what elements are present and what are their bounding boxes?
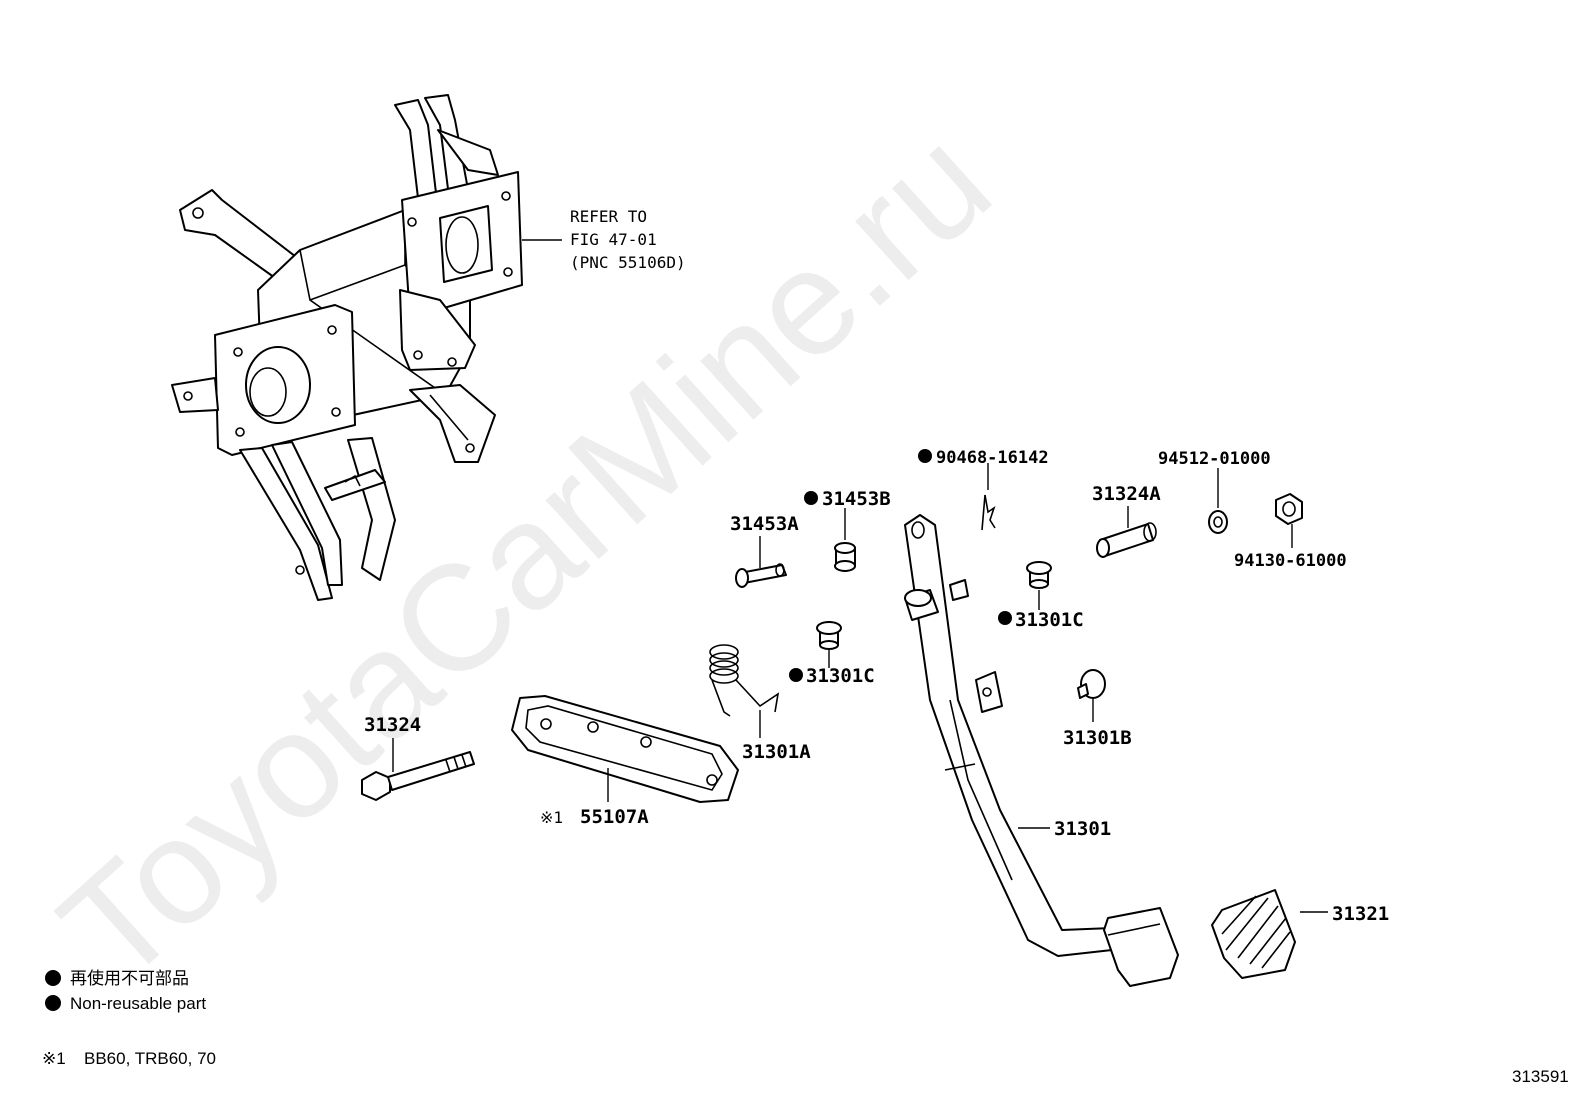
label-31301A: 31301A [742,741,811,763]
part-90468-16142: 90468-16142 [918,448,1049,531]
label-31301: 31301 [1054,818,1111,840]
reference-note-line3: (PNC 55106D) [570,253,686,272]
legend-item-english: Non-reusable part [70,994,206,1013]
legend-dot-1 [45,970,61,986]
part-31453A: 31453A [730,513,799,588]
label-55107A: 55107A [580,806,649,828]
non-reusable-dot-31453B [804,491,818,505]
non-reusable-dot-31301C-upper [998,611,1012,625]
part-31324: 31324 [361,714,475,801]
label-31453B: 31453B [822,488,891,510]
label-31324A: 31324A [1092,483,1161,505]
non-reusable-dot-31301C-lower [789,668,803,682]
pedal-bracket-assembly [171,94,523,601]
label-31301B: 31301B [1063,727,1132,749]
reference-note-line1: REFER TO [570,207,647,226]
part-94130-61000: 94130-61000 [1234,493,1347,571]
part-55107A: ※1 55107A [511,695,739,828]
label-94512-01000: 94512-01000 [1158,449,1271,469]
legend-dot-2 [45,995,61,1011]
part-31324A: 31324A [1092,483,1161,558]
label-31321: 31321 [1332,903,1389,925]
label-90468-16142: 90468-16142 [936,448,1049,468]
footnote-mark: ※1 [42,1049,66,1068]
part-31321: 31321 [1211,889,1389,979]
part-31301C-upper: 31301C [998,561,1084,631]
part-31301: 31301 [904,514,1179,987]
watermark: ToyotaCarMine.ru [29,97,1021,1014]
part-31301C-lower: 31301C [789,621,875,687]
label-31453A: 31453A [730,513,799,535]
footnote-text: BB60, TRB60, 70 [84,1049,216,1068]
part-31453B: 31453B [804,488,891,572]
reference-note-line2: FIG 47-01 [570,230,657,249]
diagram-id: 313591 [1512,1067,1569,1086]
reference-note: REFER TO FIG 47-01 (PNC 55106D) [522,207,686,272]
legend-item-japanese: 再使用不可部品 [70,968,189,988]
legend: 再使用不可部品 Non-reusable part [45,968,206,1013]
part-31301A: 31301A [709,644,811,763]
part-94512-01000: 94512-01000 [1158,449,1271,534]
label-31324: 31324 [364,714,421,736]
part-31301B: 31301B [1063,669,1132,749]
label-31301C-lower: 31301C [806,665,875,687]
non-reusable-dot-90468 [918,449,932,463]
label-94130-61000: 94130-61000 [1234,551,1347,571]
label-31301C-upper: 31301C [1015,609,1084,631]
footnote: ※1 BB60, TRB60, 70 [42,1049,216,1068]
footnote-mark-55107A: ※1 [540,808,563,827]
